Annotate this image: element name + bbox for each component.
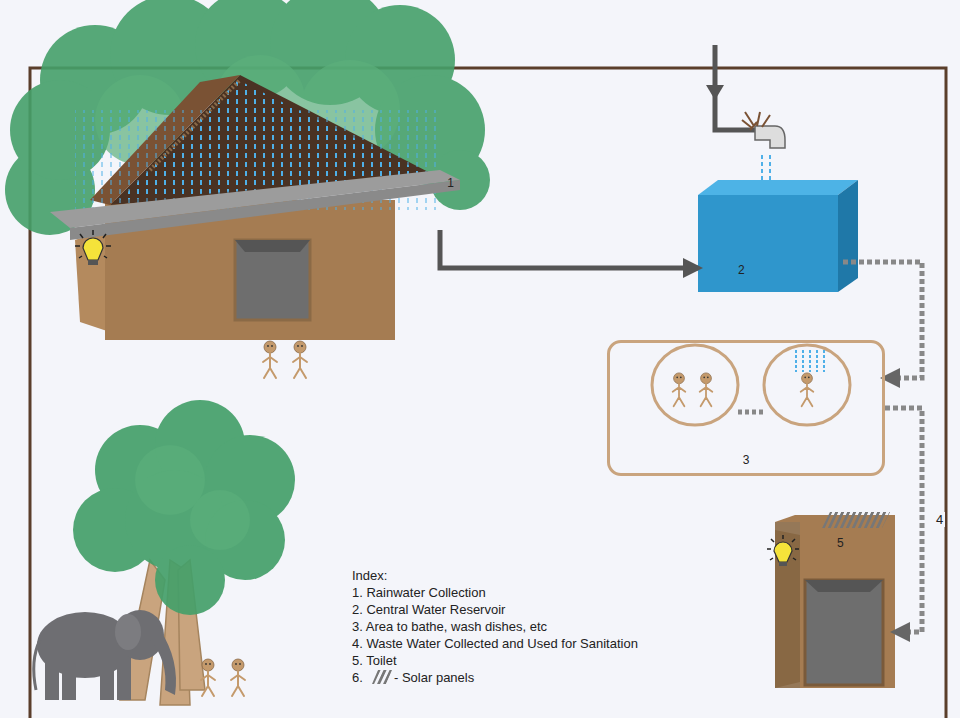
water-pipe: [440, 230, 698, 268]
callout-number: 5: [837, 536, 844, 550]
water-tank: 2: [698, 195, 843, 292]
callout-number: 3: [610, 453, 882, 467]
index-entry: 1. Rainwater Collection: [352, 585, 486, 600]
index-entry: 6.: [352, 670, 363, 685]
callout-number: 1: [447, 176, 454, 190]
index-entry: 5. Toilet: [352, 653, 397, 668]
index-entry: 3. Area to bathe, wash dishes, etc: [352, 619, 547, 634]
index-entry: - Solar panels: [394, 670, 474, 685]
dashed-flow: [885, 408, 922, 632]
index-entry: Index:: [352, 568, 387, 583]
index-entry: 4. Waste Water Collected and Used for Sa…: [352, 636, 638, 651]
toilet: 5: [775, 522, 895, 688]
callout-number: 2: [738, 263, 745, 277]
rain-gutter: 1: [50, 168, 462, 230]
callout-number: 4: [934, 512, 945, 527]
bathing-area: 3: [607, 340, 885, 476]
index-entry: 2. Central Water Reservoir: [352, 602, 505, 617]
